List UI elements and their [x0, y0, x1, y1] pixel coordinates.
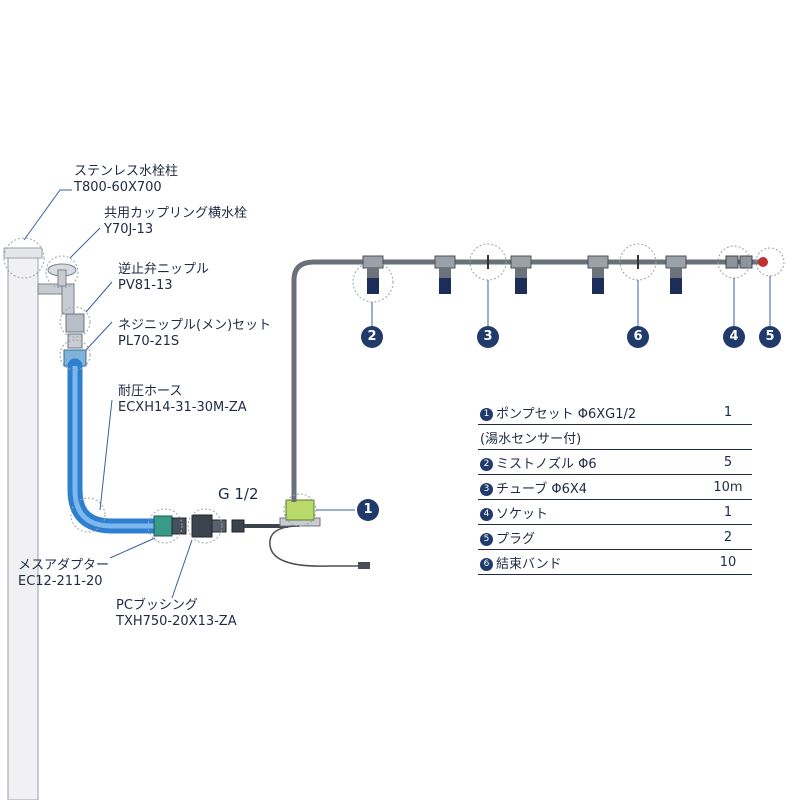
plug [758, 257, 768, 267]
label-water-post: ステンレス水栓柱 T800-60X700 [74, 164, 178, 196]
label-hose-code: ECXH14-31-30M-ZA [118, 400, 247, 415]
part-qty [704, 424, 752, 450]
part-number: 3 [480, 482, 493, 496]
label-water-post-name: ステンレス水栓柱 [74, 164, 179, 179]
faucet [37, 263, 77, 315]
label-nipple-name: ネジニップル(メン)セット [118, 318, 272, 333]
part-name: (湯水センサー付) [478, 424, 704, 450]
callout-1: 1 [357, 499, 379, 521]
part-name-text: (湯水センサー付) [480, 431, 582, 447]
part-number: 2 [480, 457, 493, 471]
label-bushing-code: TXH750-20X13-ZA [116, 614, 237, 629]
part-number: 6 [480, 557, 493, 571]
label-bushing: PCブッシング TXH750-20X13-ZA [116, 598, 237, 630]
callout-5: 5 [759, 326, 781, 348]
female-adapter [153, 515, 187, 537]
label-hose: 耐圧ホース ECXH14-31-30M-ZA [118, 384, 247, 416]
part-qty: 10m [704, 474, 752, 500]
part-number: 5 [480, 532, 493, 546]
part-name-text: ソケット [496, 506, 549, 522]
water-post [7, 252, 39, 800]
label-female-adapter-name: メスアダプター [18, 558, 110, 573]
table-row: (湯水センサー付) [478, 424, 752, 450]
part-name-text: チューブ Φ6X4 [496, 481, 588, 497]
label-faucet-code: Y70J-13 [104, 222, 154, 237]
pump-set [269, 499, 370, 569]
leader-lines [23, 189, 771, 599]
callout-6: 6 [627, 326, 649, 348]
label-female-adapter-code: EC12-211-20 [18, 574, 103, 589]
part-name-text: プラグ [496, 531, 536, 547]
tube [291, 259, 760, 502]
label-check-valve-name: 逆止弁ニップル [118, 262, 210, 277]
check-valve-nipple [63, 313, 87, 367]
callout-2: 2 [361, 326, 383, 348]
label-thread-size: G 1/2 [218, 485, 259, 503]
water-post-cap [3, 247, 43, 259]
label-nipple: ネジニップル(メン)セット PL70-21S [118, 318, 271, 350]
part-name-text: 結束バンド [496, 556, 562, 572]
callout-4: 4 [723, 326, 745, 348]
part-name-text: ポンプセット Φ6XG1/2 [496, 406, 637, 422]
mist-nozzles [362, 255, 687, 294]
pressure-hose-highlight [72, 366, 156, 529]
callout-3: 3 [477, 326, 499, 348]
part-name-text: ミストノズル Φ6 [496, 456, 597, 472]
label-nipple-code: PL70-21S [118, 334, 180, 349]
part-number: 1 [480, 407, 493, 421]
part-number: 4 [480, 507, 493, 521]
label-faucet-name: 共用カップリング横水栓 [104, 206, 248, 221]
label-hose-name: 耐圧ホース [118, 384, 183, 399]
label-bushing-name: PCブッシング [116, 598, 198, 613]
label-check-valve: 逆止弁ニップル PV81-13 [118, 262, 209, 294]
label-water-post-code: T800-60X700 [74, 180, 162, 195]
label-check-valve-code: PV81-13 [118, 278, 173, 293]
label-female-adapter: メスアダプター EC12-211-20 [18, 558, 109, 590]
part-qty: 5 [704, 449, 752, 475]
part-qty: 1 [704, 499, 752, 525]
socket [725, 255, 753, 269]
part-qty: 2 [704, 524, 752, 550]
pc-bushing [191, 514, 288, 538]
part-qty: 10 [704, 549, 752, 575]
part-qty: 1 [704, 400, 752, 425]
label-faucet: 共用カップリング横水栓 Y70J-13 [104, 206, 247, 238]
